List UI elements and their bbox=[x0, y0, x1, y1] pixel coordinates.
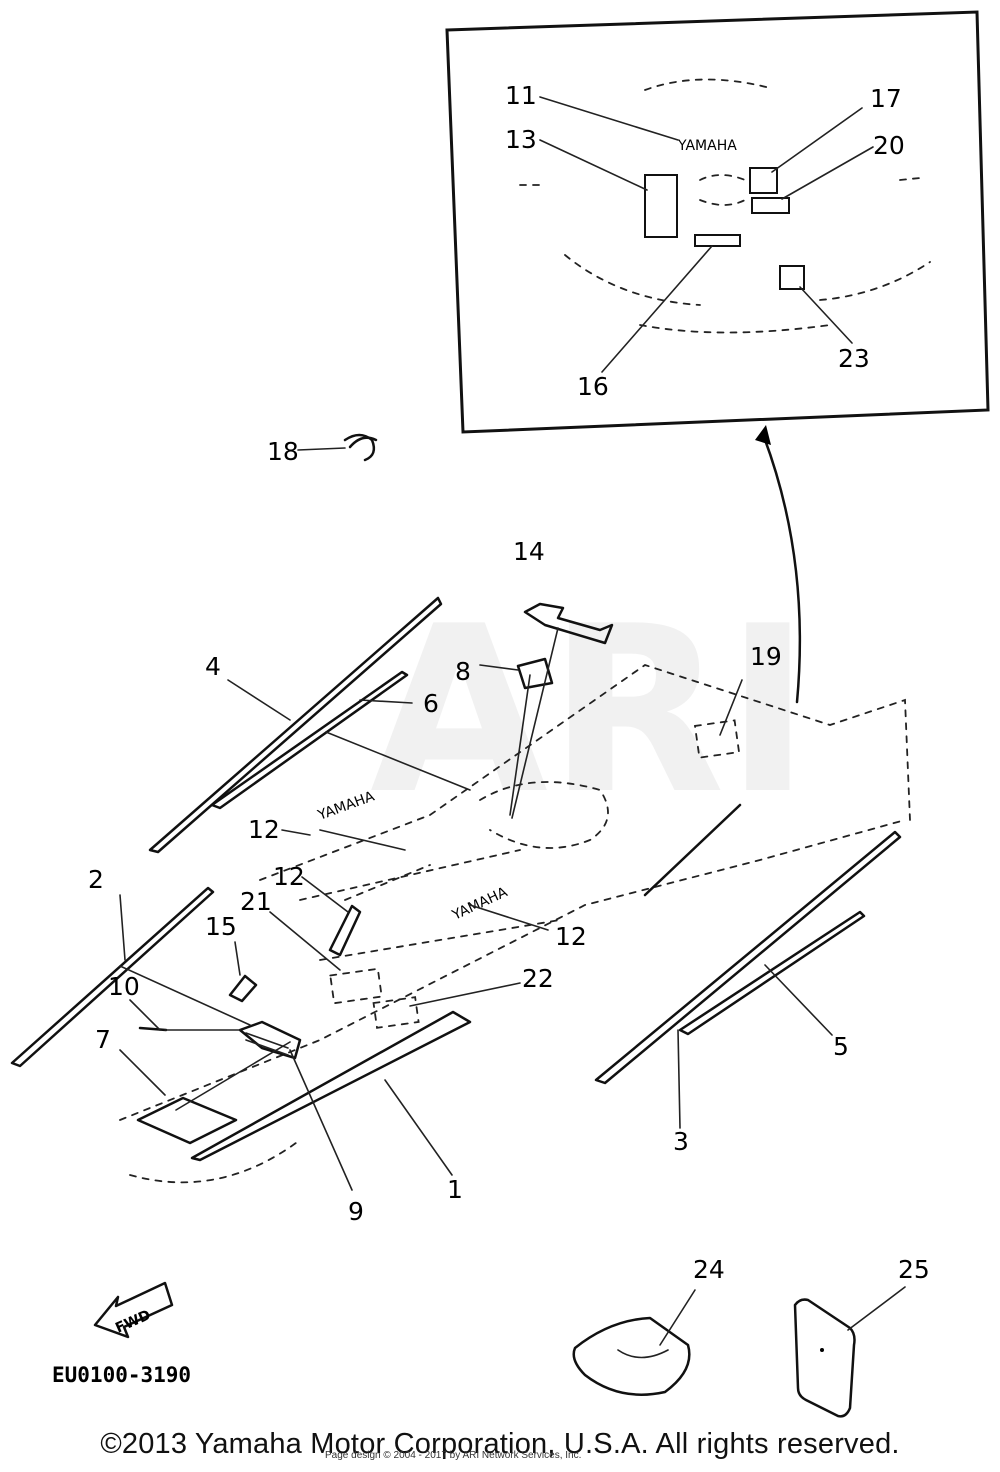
callout-6: 6 bbox=[423, 689, 439, 718]
callout-10: 10 bbox=[108, 972, 140, 1001]
callout-8: 8 bbox=[455, 657, 471, 686]
callout-5: 5 bbox=[833, 1032, 849, 1061]
callout-2: 2 bbox=[88, 865, 104, 894]
callout-19: 18 bbox=[267, 437, 299, 466]
callout-17: 16 bbox=[577, 372, 609, 401]
callout-15: 14 bbox=[513, 537, 545, 566]
callout-13: 12 bbox=[273, 862, 305, 891]
part-26-card bbox=[793, 1286, 906, 1418]
callout-11: 11 bbox=[505, 81, 537, 110]
callout-14: 13 bbox=[505, 125, 537, 154]
hull-yamaha-decal-right: YAMAHA bbox=[449, 884, 510, 924]
watermark: ARI bbox=[370, 578, 811, 845]
callout-7: 7 bbox=[95, 1025, 111, 1054]
callout-16: 15 bbox=[205, 912, 237, 941]
callout-12-left: 12 bbox=[248, 815, 280, 844]
callout-20: 19 bbox=[750, 642, 782, 671]
callout-24: 23 bbox=[838, 344, 870, 373]
callout-26: 25 bbox=[898, 1255, 930, 1284]
fwd-arrow-icon: FWD bbox=[93, 1281, 174, 1339]
hull-yamaha-decal-left: YAMAHA bbox=[315, 788, 377, 824]
callout-1: 1 bbox=[447, 1175, 463, 1204]
callout-25: 24 bbox=[693, 1255, 725, 1284]
callout-21: 20 bbox=[873, 131, 905, 160]
callout-numbers: 11 13 17 20 16 23 14 8 19 4 6 18 12 12 1… bbox=[88, 81, 930, 1284]
copyright-notice: ©2013 Yamaha Motor Corporation, U.S.A. A… bbox=[100, 1428, 900, 1460]
fwd-label: FWD bbox=[113, 1307, 153, 1337]
part-25-pad bbox=[572, 1289, 696, 1396]
inset-panel: YAMAHA bbox=[445, 10, 990, 434]
callout-9: 9 bbox=[348, 1197, 364, 1226]
view-arrow bbox=[762, 435, 802, 704]
page-credit: Page design © 2004 - 2017 by ARI Network… bbox=[325, 1450, 582, 1461]
leader-lines bbox=[119, 447, 833, 1191]
callout-3: 3 bbox=[673, 1127, 689, 1156]
callout-4: 4 bbox=[205, 652, 221, 681]
figure-code: EU0100-3190 bbox=[52, 1363, 191, 1387]
callout-12-right: 12 bbox=[555, 922, 587, 951]
callout-18: 17 bbox=[870, 84, 902, 113]
inset-yamaha-decal: YAMAHA bbox=[677, 138, 737, 154]
callout-22: 21 bbox=[240, 887, 272, 916]
callout-23: 22 bbox=[522, 964, 554, 993]
